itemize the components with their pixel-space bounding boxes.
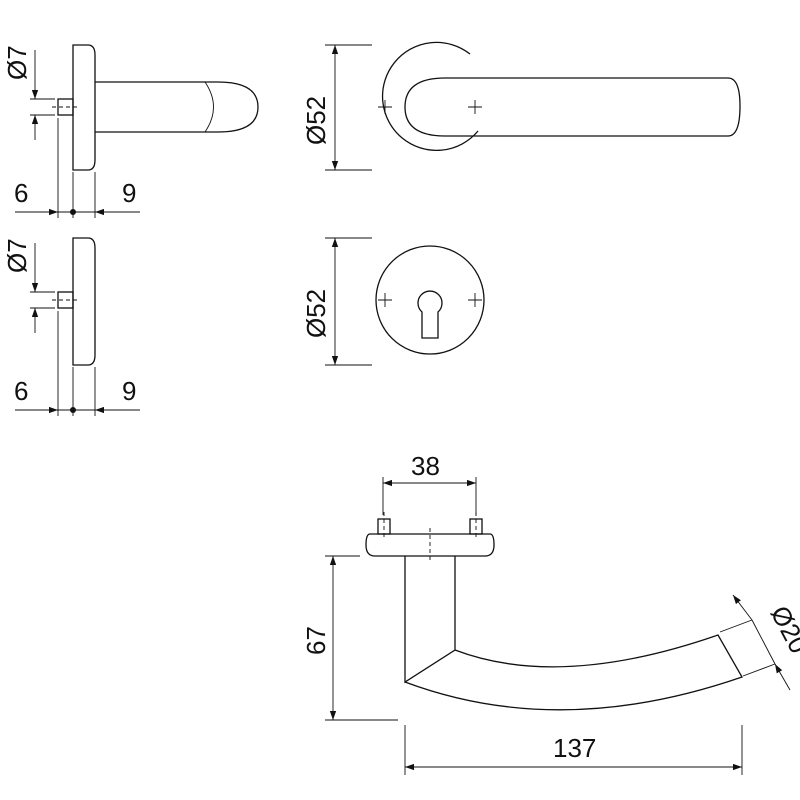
height-label: 67: [301, 626, 331, 655]
spindle-diameter-label: Ø7: [2, 45, 32, 80]
side-view-rose: Ø7 6 9: [2, 44, 259, 218]
left-offset-label: 6: [14, 376, 28, 406]
rose-diameter-label: Ø52: [301, 96, 331, 145]
screw-spacing-label: 38: [411, 451, 440, 481]
keyhole-profile-cylinder: [417, 290, 443, 339]
length-label: 137: [553, 733, 596, 763]
side-view-escutcheon: Ø7 6 9: [2, 237, 140, 416]
front-view-rose: Ø52: [301, 41, 741, 171]
escutcheon-diameter-label: Ø52: [301, 289, 331, 338]
grip-diameter-label: Ø20: [765, 601, 800, 658]
spindle-diameter-label: Ø7: [2, 238, 32, 273]
front-view-escutcheon: Ø52: [301, 237, 485, 366]
right-offset-label: 9: [122, 376, 136, 406]
right-offset-label: 9: [122, 178, 136, 208]
left-offset-label: 6: [14, 178, 28, 208]
lever-top-view: 38 67 137 Ø20: [301, 451, 800, 775]
